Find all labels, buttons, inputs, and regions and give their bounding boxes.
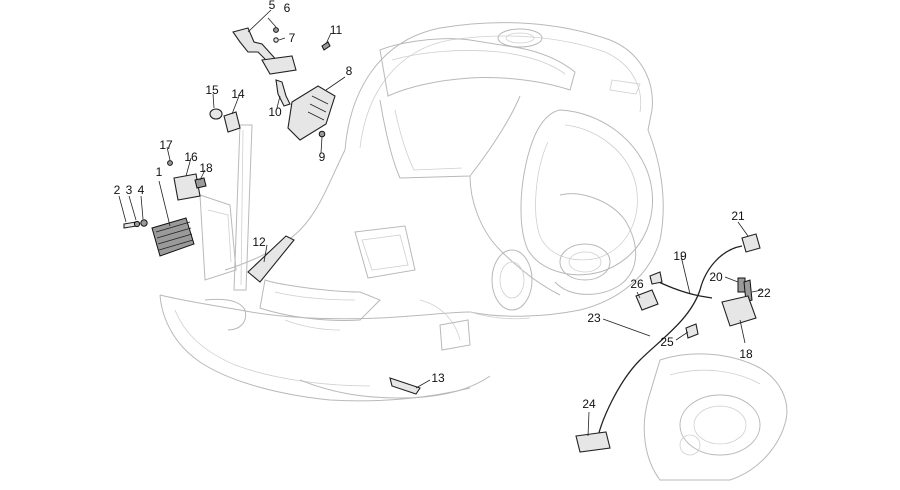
callout-3: 3: [125, 183, 133, 197]
control-unit: [287, 85, 336, 141]
callout-17: 17: [159, 138, 173, 152]
callout-22: 22: [757, 286, 771, 300]
connector: [575, 431, 611, 453]
engine: [643, 353, 788, 481]
callout-21: 21: [731, 209, 745, 223]
voltage-regulator: [151, 217, 195, 257]
callout-9: 9: [318, 150, 326, 164]
callout-19: 19: [673, 249, 687, 263]
callout-10: 10: [268, 105, 282, 119]
callout-8: 8: [345, 64, 353, 78]
ignition-coil: [721, 295, 757, 327]
callout-2: 2: [113, 183, 121, 197]
callout-6: 6: [283, 1, 291, 15]
nut: [140, 219, 148, 227]
cable-clamp: [635, 289, 659, 311]
callout-13: 13: [431, 371, 445, 385]
callout-7: 7: [288, 31, 296, 45]
spark-plug-cap: [741, 233, 761, 253]
rubber-mount: [223, 111, 241, 133]
callout-5: 5: [268, 0, 276, 12]
callout-1: 1: [155, 165, 163, 179]
leader-lines: [118, 9, 763, 437]
callout-16: 16: [184, 150, 198, 164]
callout-20: 20: [709, 270, 723, 284]
screw: [318, 130, 326, 138]
callout-14: 14: [231, 87, 245, 101]
callout-4: 4: [137, 183, 145, 197]
scooter-body: [159, 22, 664, 402]
callout-12: 12: [252, 235, 266, 249]
callout-18-coil: 18: [739, 347, 753, 361]
relay-bracket: [173, 173, 201, 201]
callout-11: 11: [329, 23, 343, 37]
callout-25: 25: [660, 335, 674, 349]
callout-23: 23: [587, 311, 601, 325]
callout-18-relay: 18: [199, 161, 213, 175]
screw-small: [273, 27, 279, 33]
washer: [133, 220, 141, 228]
parts: [123, 27, 788, 481]
ht-cable: [595, 245, 743, 447]
callout-26: 26: [630, 277, 644, 291]
clip: [389, 377, 421, 395]
plate: [247, 235, 295, 283]
callout-24: 24: [582, 397, 596, 411]
callout-15: 15: [205, 83, 219, 97]
